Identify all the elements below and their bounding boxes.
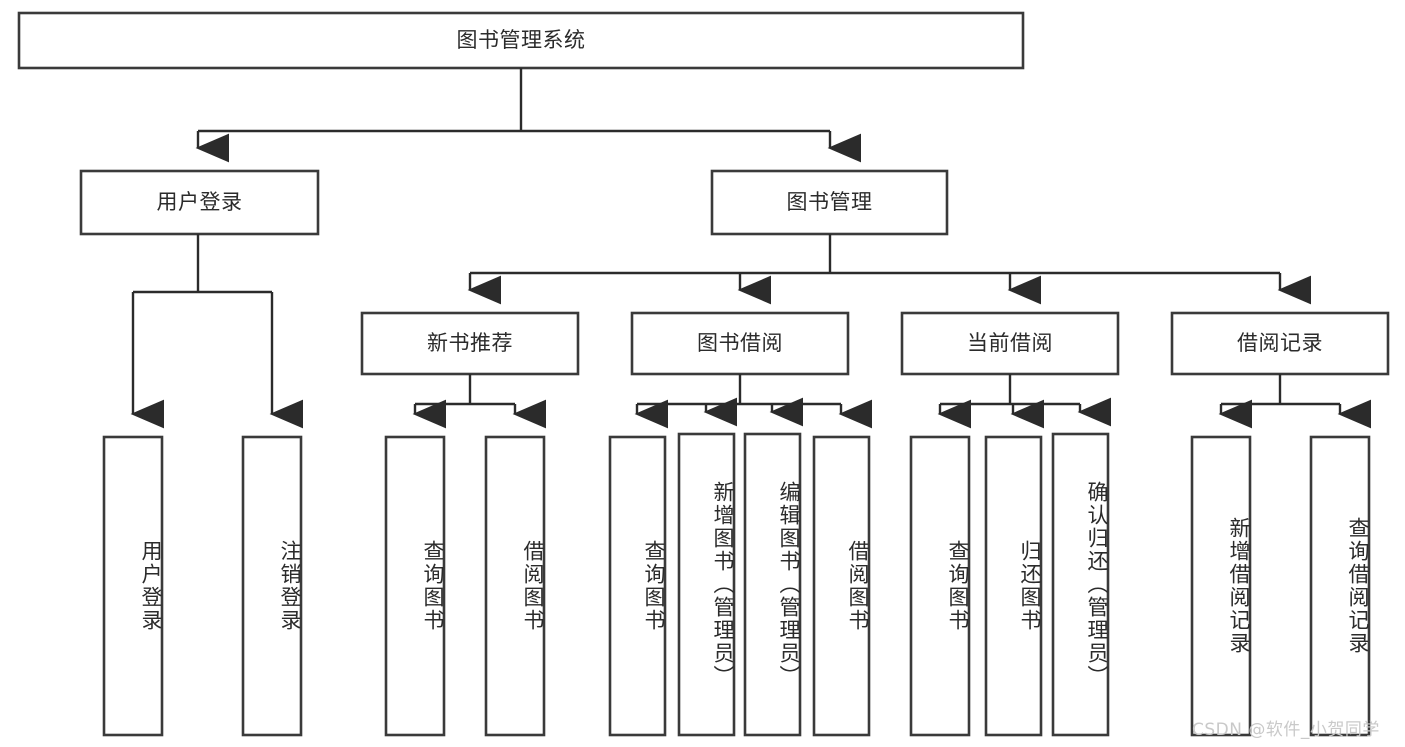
leaf-box-query-book-nb[interactable]: [384, 435, 446, 737]
leaf-box-add-record[interactable]: [1190, 435, 1252, 737]
node-box-book-management[interactable]: [710, 169, 949, 236]
leaf-box-query-book-cb[interactable]: [909, 435, 971, 737]
watermark-text: CSDN @软件_小贺同学: [1192, 720, 1380, 740]
leaf-box-return-book[interactable]: [984, 435, 1043, 737]
leaf-box-borrow-book-nb[interactable]: [484, 435, 546, 737]
leaf-box-edit-book-admin[interactable]: [743, 432, 802, 737]
leaf-box-borrow-book-bb[interactable]: [812, 435, 871, 737]
node-box-borrow-records[interactable]: [1170, 311, 1390, 376]
leaf-box-logout[interactable]: [241, 435, 303, 737]
leaf-box-confirm-return[interactable]: [1051, 432, 1110, 737]
node-box-book-borrow[interactable]: [630, 311, 850, 376]
node-box-root[interactable]: [17, 11, 1025, 70]
node-box-current-borrow[interactable]: [900, 311, 1120, 376]
leaf-box-user-login[interactable]: [102, 435, 164, 737]
node-box-user-login[interactable]: [79, 169, 320, 236]
leaf-box-query-record[interactable]: [1309, 435, 1371, 737]
leaf-box-add-book-admin[interactable]: [677, 432, 736, 737]
leaf-box-query-book-bb[interactable]: [608, 435, 667, 737]
node-box-new-book-rec[interactable]: [360, 311, 580, 376]
